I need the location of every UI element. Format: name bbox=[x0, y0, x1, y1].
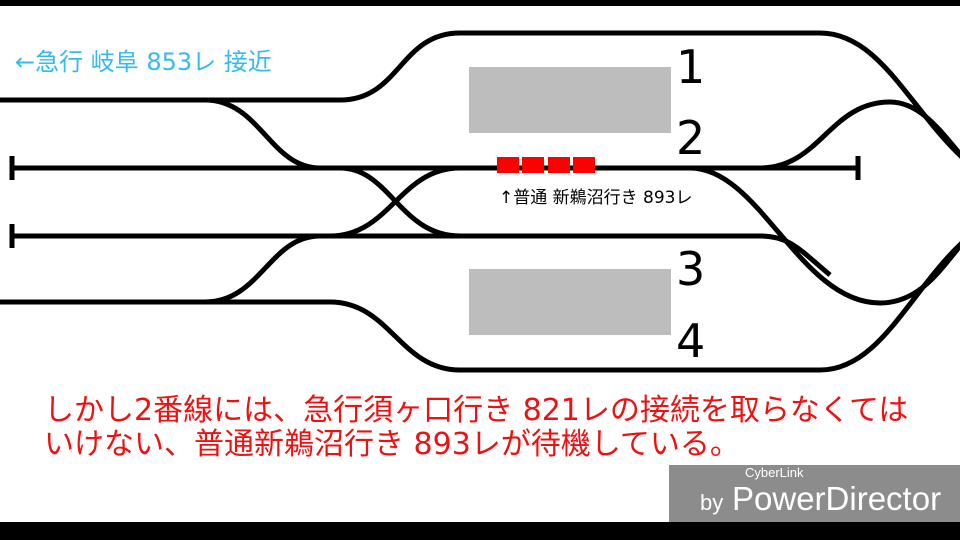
crossover-a bbox=[339, 165, 461, 239]
watermark-by: by bbox=[700, 490, 724, 515]
track-number-2: 2 bbox=[676, 111, 706, 165]
waiting-train-label: ↑普通 新鵜沼行き 893レ bbox=[499, 188, 693, 208]
track-number-4: 4 bbox=[676, 314, 706, 368]
subtitle-line-2: いけない、普通新鵜沼行き 893レが待機している。 bbox=[44, 427, 740, 462]
watermark bbox=[669, 465, 960, 522]
letterbox-top bbox=[0, 0, 960, 6]
track-3 bbox=[12, 233, 832, 277]
watermark-brand: CyberLink bbox=[745, 465, 804, 480]
train-car bbox=[573, 157, 595, 173]
letterbox-bottom bbox=[0, 522, 960, 540]
approach-notice: ←急行 岐阜 853レ 接近 bbox=[15, 48, 272, 76]
train-car bbox=[522, 157, 544, 173]
train-car bbox=[497, 157, 519, 173]
switch-1-to-2 bbox=[204, 97, 321, 171]
platform-1-2 bbox=[469, 67, 671, 133]
train-car bbox=[548, 157, 570, 173]
track-number-3: 3 bbox=[676, 242, 706, 296]
platform-3-4 bbox=[469, 269, 671, 335]
track-1 bbox=[0, 30, 960, 159]
watermark-product: PowerDirector bbox=[732, 480, 942, 517]
switch-2-down bbox=[689, 165, 960, 306]
switch-4-to-3 bbox=[204, 233, 321, 305]
subtitle-line-1: しかし2番線には、急行須ヶ口行き 821レの接続を取らなくては bbox=[44, 393, 909, 428]
switch-2-up bbox=[759, 99, 960, 171]
crossover-b bbox=[329, 165, 461, 239]
track-number-1: 1 bbox=[676, 40, 706, 94]
